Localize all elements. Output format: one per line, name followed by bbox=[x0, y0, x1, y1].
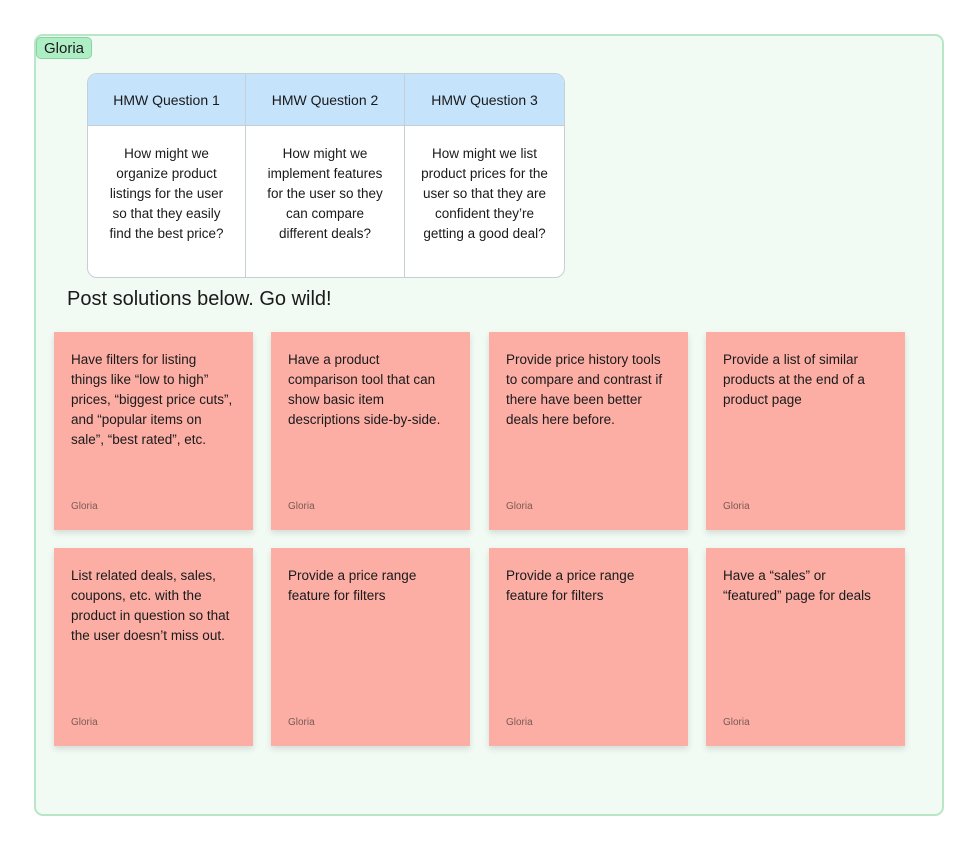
hmw-header-1[interactable]: HMW Question 1 bbox=[88, 74, 246, 126]
sticky-note[interactable]: Have a “sales” or “featured” page for de… bbox=[706, 548, 905, 746]
sticky-note[interactable]: Provide price history tools to compare a… bbox=[489, 332, 688, 530]
sticky-note-author: Gloria bbox=[288, 501, 315, 512]
sticky-note-author: Gloria bbox=[723, 501, 750, 512]
sticky-note-text: Provide a list of similar products at th… bbox=[723, 352, 865, 407]
sticky-note[interactable]: Have a product comparison tool that can … bbox=[271, 332, 470, 530]
section-label[interactable]: Gloria bbox=[36, 37, 93, 59]
solutions-prompt[interactable]: Post solutions below. Go wild! bbox=[67, 288, 332, 310]
hmw-header-2[interactable]: HMW Question 2 bbox=[246, 74, 405, 126]
sticky-note-text: Provide price history tools to compare a… bbox=[506, 352, 663, 427]
sticky-note-text: Have a “sales” or “featured” page for de… bbox=[723, 568, 871, 603]
sticky-note[interactable]: Provide a list of similar products at th… bbox=[706, 332, 905, 530]
hmw-cell-2[interactable]: How might we implement features for the … bbox=[246, 126, 405, 277]
sticky-note[interactable]: Provide a price range feature for filter… bbox=[271, 548, 470, 746]
sticky-note-author: Gloria bbox=[288, 717, 315, 728]
sticky-note-text: Have filters for listing things like “lo… bbox=[71, 352, 233, 447]
sticky-note-author: Gloria bbox=[71, 501, 98, 512]
sticky-note-text: Have a product comparison tool that can … bbox=[288, 352, 441, 427]
sticky-note[interactable]: Have filters for listing things like “lo… bbox=[54, 332, 253, 530]
sticky-note-author: Gloria bbox=[506, 501, 533, 512]
sticky-note-author: Gloria bbox=[506, 717, 533, 728]
sticky-note-author: Gloria bbox=[71, 717, 98, 728]
hmw-cell-3[interactable]: How might we list product prices for the… bbox=[421, 146, 548, 241]
sticky-note-text: Provide a price range feature for filter… bbox=[506, 568, 635, 603]
hmw-header-3[interactable]: HMW Question 3 bbox=[405, 74, 564, 126]
hmw-table[interactable]: HMW Question 1 HMW Question 2 HMW Questi… bbox=[87, 73, 565, 278]
sticky-note-text: Provide a price range feature for filter… bbox=[288, 568, 417, 603]
sticky-note-author: Gloria bbox=[723, 717, 750, 728]
sticky-note[interactable]: Provide a price range feature for filter… bbox=[489, 548, 688, 746]
sticky-note[interactable]: List related deals, sales, coupons, etc.… bbox=[54, 548, 253, 746]
sticky-note-text: List related deals, sales, coupons, etc.… bbox=[71, 568, 230, 643]
hmw-cell-1[interactable]: How might we organize product listings f… bbox=[88, 126, 246, 277]
